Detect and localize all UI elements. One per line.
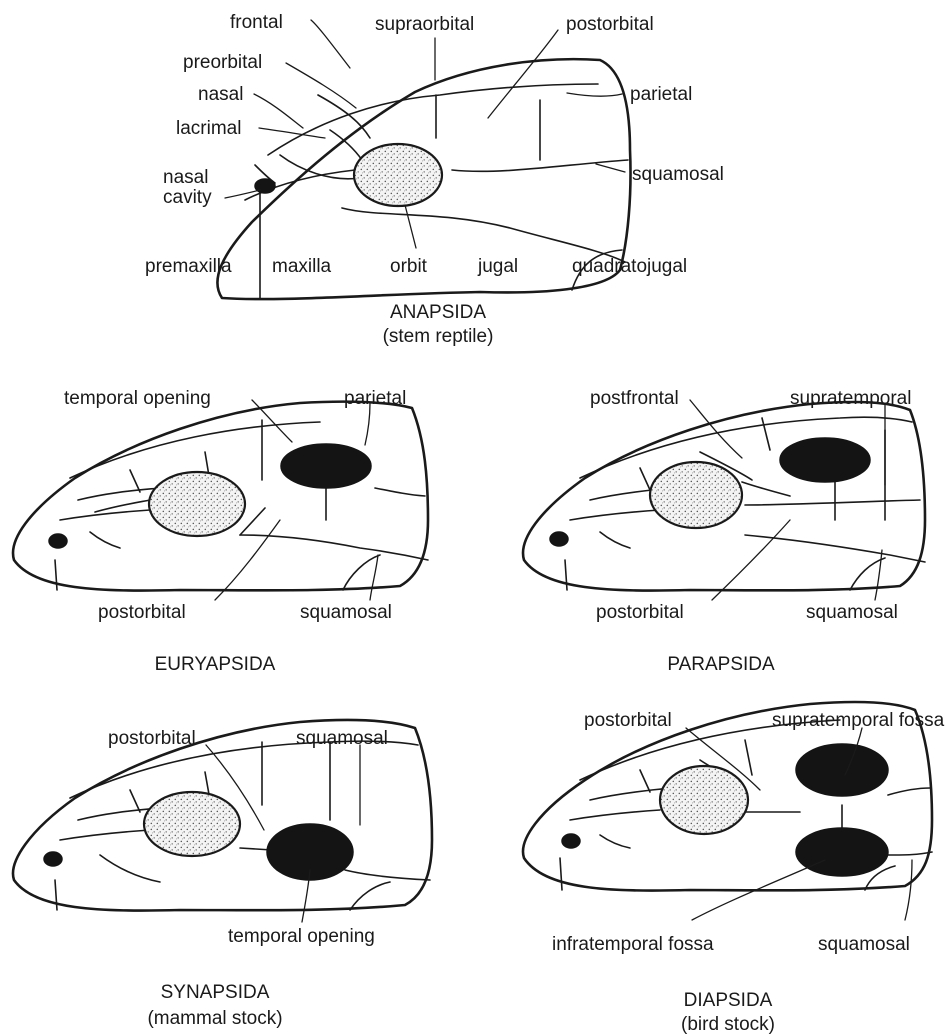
anapsida-label-postorbital: postorbital — [566, 14, 654, 35]
anapsida-title: ANAPSIDA — [390, 302, 486, 323]
synapsida-label-temporal-opening: temporal opening — [228, 926, 375, 947]
anapsida-label-squamosal: squamosal — [632, 164, 724, 185]
synapsida-orbit — [144, 792, 240, 856]
anapsida-label-nasal-cavity-line1: nasal — [163, 167, 208, 188]
diapsida-subtitle: (bird stock) — [681, 1014, 775, 1035]
euryapsida-orbit — [149, 472, 245, 536]
anapsida-label-lacrimal: lacrimal — [176, 118, 241, 139]
euryapsida-label-squamosal: squamosal — [300, 602, 392, 623]
anapsida-label-quadratojugal: quadratojugal — [572, 256, 687, 277]
anapsida-subtitle: (stem reptile) — [383, 326, 494, 347]
euryapsida-temporal-opening — [281, 444, 371, 488]
euryapsida-nasal-cavity — [49, 534, 67, 548]
parapsida-label-supratemporal: supratemporal — [790, 388, 911, 409]
anapsida-label-nasal-cavity-line2: cavity — [163, 187, 212, 208]
diapsida-skull: postorbital supratemporal fossa infratem… — [523, 702, 945, 1035]
anapsida-orbit — [354, 144, 442, 206]
diapsida-title: DIAPSIDA — [684, 990, 773, 1011]
anapsida-label-orbit: orbit — [390, 256, 428, 277]
synapsida-skull: postorbital squamosal temporal opening S… — [13, 720, 432, 1029]
parapsida-nasal-cavity — [550, 532, 568, 546]
euryapsida-title: EURYAPSIDA — [155, 654, 276, 675]
diapsida-label-squamosal: squamosal — [818, 934, 910, 955]
diapsida-label-postorbital: postorbital — [584, 710, 672, 731]
diapsida-orbit — [660, 766, 748, 834]
synapsida-nasal-cavity — [44, 852, 62, 866]
parapsida-label-postfrontal: postfrontal — [590, 388, 679, 409]
parapsida-skull: postfrontal supratemporal postorbital sq… — [523, 388, 925, 675]
synapsida-subtitle: (mammal stock) — [147, 1008, 282, 1029]
anapsida-label-preorbital: preorbital — [183, 52, 262, 73]
anapsida-label-premaxilla: premaxilla — [145, 256, 232, 277]
anapsida-label-jugal: jugal — [477, 256, 518, 277]
anapsida-label-nasal: nasal — [198, 84, 243, 105]
anapsida-label-frontal: frontal — [230, 12, 283, 33]
diapsida-label-infratemporal-fossa: infratemporal fossa — [552, 934, 714, 955]
diapsida-supratemporal-fossa — [796, 744, 888, 796]
parapsida-title: PARAPSIDA — [667, 654, 775, 675]
anapsida-label-maxilla: maxilla — [272, 256, 332, 277]
parapsida-supratemporal-opening — [780, 438, 870, 482]
euryapsida-label-parietal: parietal — [344, 388, 406, 409]
anapsida-skull: frontal supraorbital postorbital preorbi… — [145, 12, 724, 347]
euryapsida-skull: temporal opening parietal postorbital sq… — [13, 388, 428, 675]
diapsida-infratemporal-fossa — [796, 828, 888, 876]
euryapsida-label-temporal-opening: temporal opening — [64, 388, 211, 409]
parapsida-label-postorbital: postorbital — [596, 602, 684, 623]
parapsida-orbit — [650, 462, 742, 528]
diapsida-nasal-cavity — [562, 834, 580, 848]
anapsida-label-supraorbital: supraorbital — [375, 14, 474, 35]
parapsida-label-squamosal: squamosal — [806, 602, 898, 623]
synapsida-label-squamosal: squamosal — [296, 728, 388, 749]
synapsida-title: SYNAPSIDA — [161, 982, 270, 1003]
euryapsida-label-postorbital: postorbital — [98, 602, 186, 623]
synapsida-label-postorbital: postorbital — [108, 728, 196, 749]
anapsida-label-parietal: parietal — [630, 84, 692, 105]
diapsida-label-supratemporal-fossa: supratemporal fossa — [772, 710, 945, 731]
